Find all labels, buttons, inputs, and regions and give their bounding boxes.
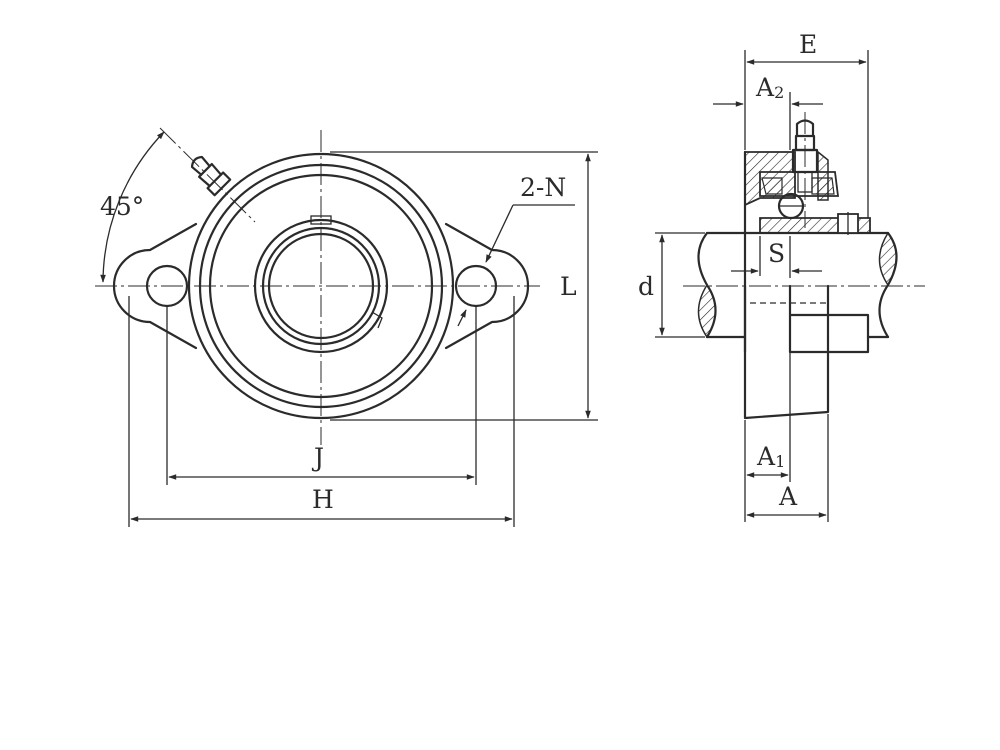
bearing-bore-outer [261, 226, 381, 346]
dim-A1-label: A1 [756, 442, 785, 471]
dim-H-label: H [312, 485, 334, 514]
grease-nipple-axis [159, 127, 256, 223]
dim-A2-label: A2 [755, 73, 784, 102]
angle-arc [100, 131, 165, 283]
holes-label: 2-N [520, 173, 566, 202]
housing-outer-rim [187, 152, 455, 420]
angle-label: 45° [100, 192, 144, 221]
bearing-bore-inner [267, 232, 375, 340]
dim-A-label: A [778, 482, 798, 511]
dim-E-label: E [799, 30, 817, 59]
dim-S-label: S [768, 239, 785, 268]
bearing-race-hatch-right [811, 177, 835, 195]
bearing-outer-ring [253, 218, 389, 354]
bearing-race-hatch-left [761, 177, 783, 195]
holes-leader [485, 204, 514, 263]
front-view: 45° 2-N L J H [95, 127, 598, 527]
inner-ring-lower [743, 284, 870, 354]
grease-nipple-side-icon [791, 119, 819, 193]
set-screw-side [371, 311, 383, 329]
grease-nipple-icon [190, 155, 232, 197]
housing-inner-ring [208, 173, 434, 399]
dim-L-label: L [560, 272, 577, 301]
housing-flange-ring [198, 163, 444, 409]
dim-J-label: J [311, 443, 324, 472]
set-screw-top [310, 215, 332, 225]
shaft-right-break-hatch [878, 231, 898, 287]
side-view: E A2 S d A1 A [638, 30, 925, 522]
shaft-left-break-hatch [697, 283, 717, 339]
holes-leader-tail [457, 309, 467, 327]
dim-d-label: d [638, 272, 654, 301]
